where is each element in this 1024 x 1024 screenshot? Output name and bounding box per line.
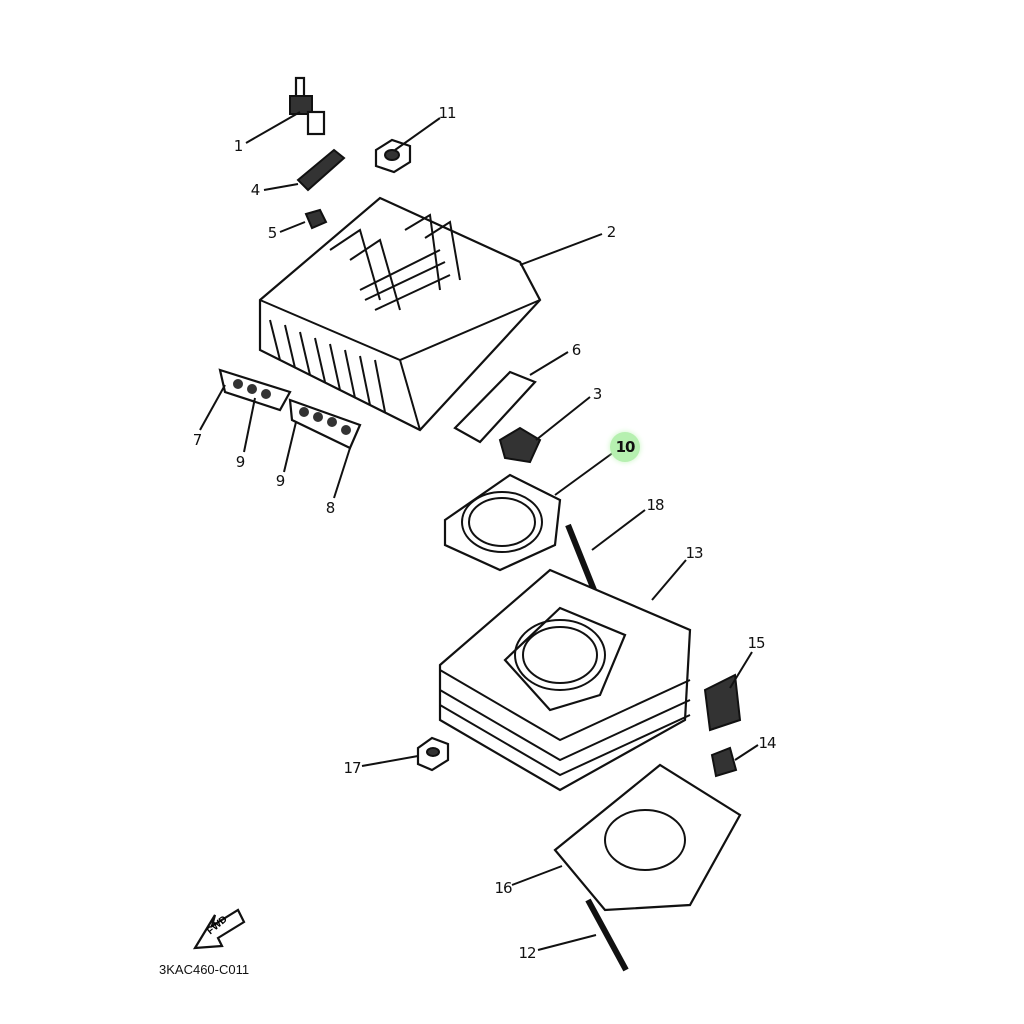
cylinder-head xyxy=(258,196,542,432)
head-gasket xyxy=(443,473,562,572)
drawing-code: 3KAC460-C011 xyxy=(159,962,250,977)
damper-small xyxy=(304,208,328,230)
callout-5[interactable]: 5 xyxy=(267,224,277,242)
nut xyxy=(374,138,412,174)
base-gasket xyxy=(553,763,742,912)
callout-4[interactable]: 4 xyxy=(250,181,260,199)
callout-17[interactable]: 17 xyxy=(343,759,361,777)
callout-10-highlighted[interactable]: 10 xyxy=(610,432,640,462)
leader-lines xyxy=(199,111,759,951)
cylinder xyxy=(438,568,692,792)
callout-8[interactable]: 8 xyxy=(325,499,335,517)
cylinder-damper-small xyxy=(710,746,738,778)
cylinder-nut xyxy=(416,736,450,772)
callout-3[interactable]: 3 xyxy=(592,385,602,403)
callout-13[interactable]: 13 xyxy=(685,544,703,562)
callout-6[interactable]: 6 xyxy=(571,341,581,359)
callout-7[interactable]: 7 xyxy=(192,431,202,449)
callout-9-second[interactable]: 9 xyxy=(275,472,285,490)
damper xyxy=(296,148,346,192)
callout-2[interactable]: 2 xyxy=(606,223,616,241)
callout-9[interactable]: 9 xyxy=(235,453,245,471)
stud-bolt-lower xyxy=(585,898,629,972)
callout-11[interactable]: 11 xyxy=(438,104,456,122)
callout-1[interactable]: 1 xyxy=(233,137,243,155)
callout-16[interactable]: 16 xyxy=(494,879,512,897)
callout-18[interactable]: 18 xyxy=(646,496,664,514)
spark-plug xyxy=(289,76,326,136)
damper-block xyxy=(498,426,542,464)
fwd-arrow-icon xyxy=(192,908,246,950)
callout-14[interactable]: 14 xyxy=(758,734,776,752)
head-dampers xyxy=(218,368,362,450)
bracket xyxy=(453,370,537,444)
callout-15[interactable]: 15 xyxy=(747,634,765,652)
cylinder-damper xyxy=(703,673,742,732)
callout-12[interactable]: 12 xyxy=(518,944,536,962)
